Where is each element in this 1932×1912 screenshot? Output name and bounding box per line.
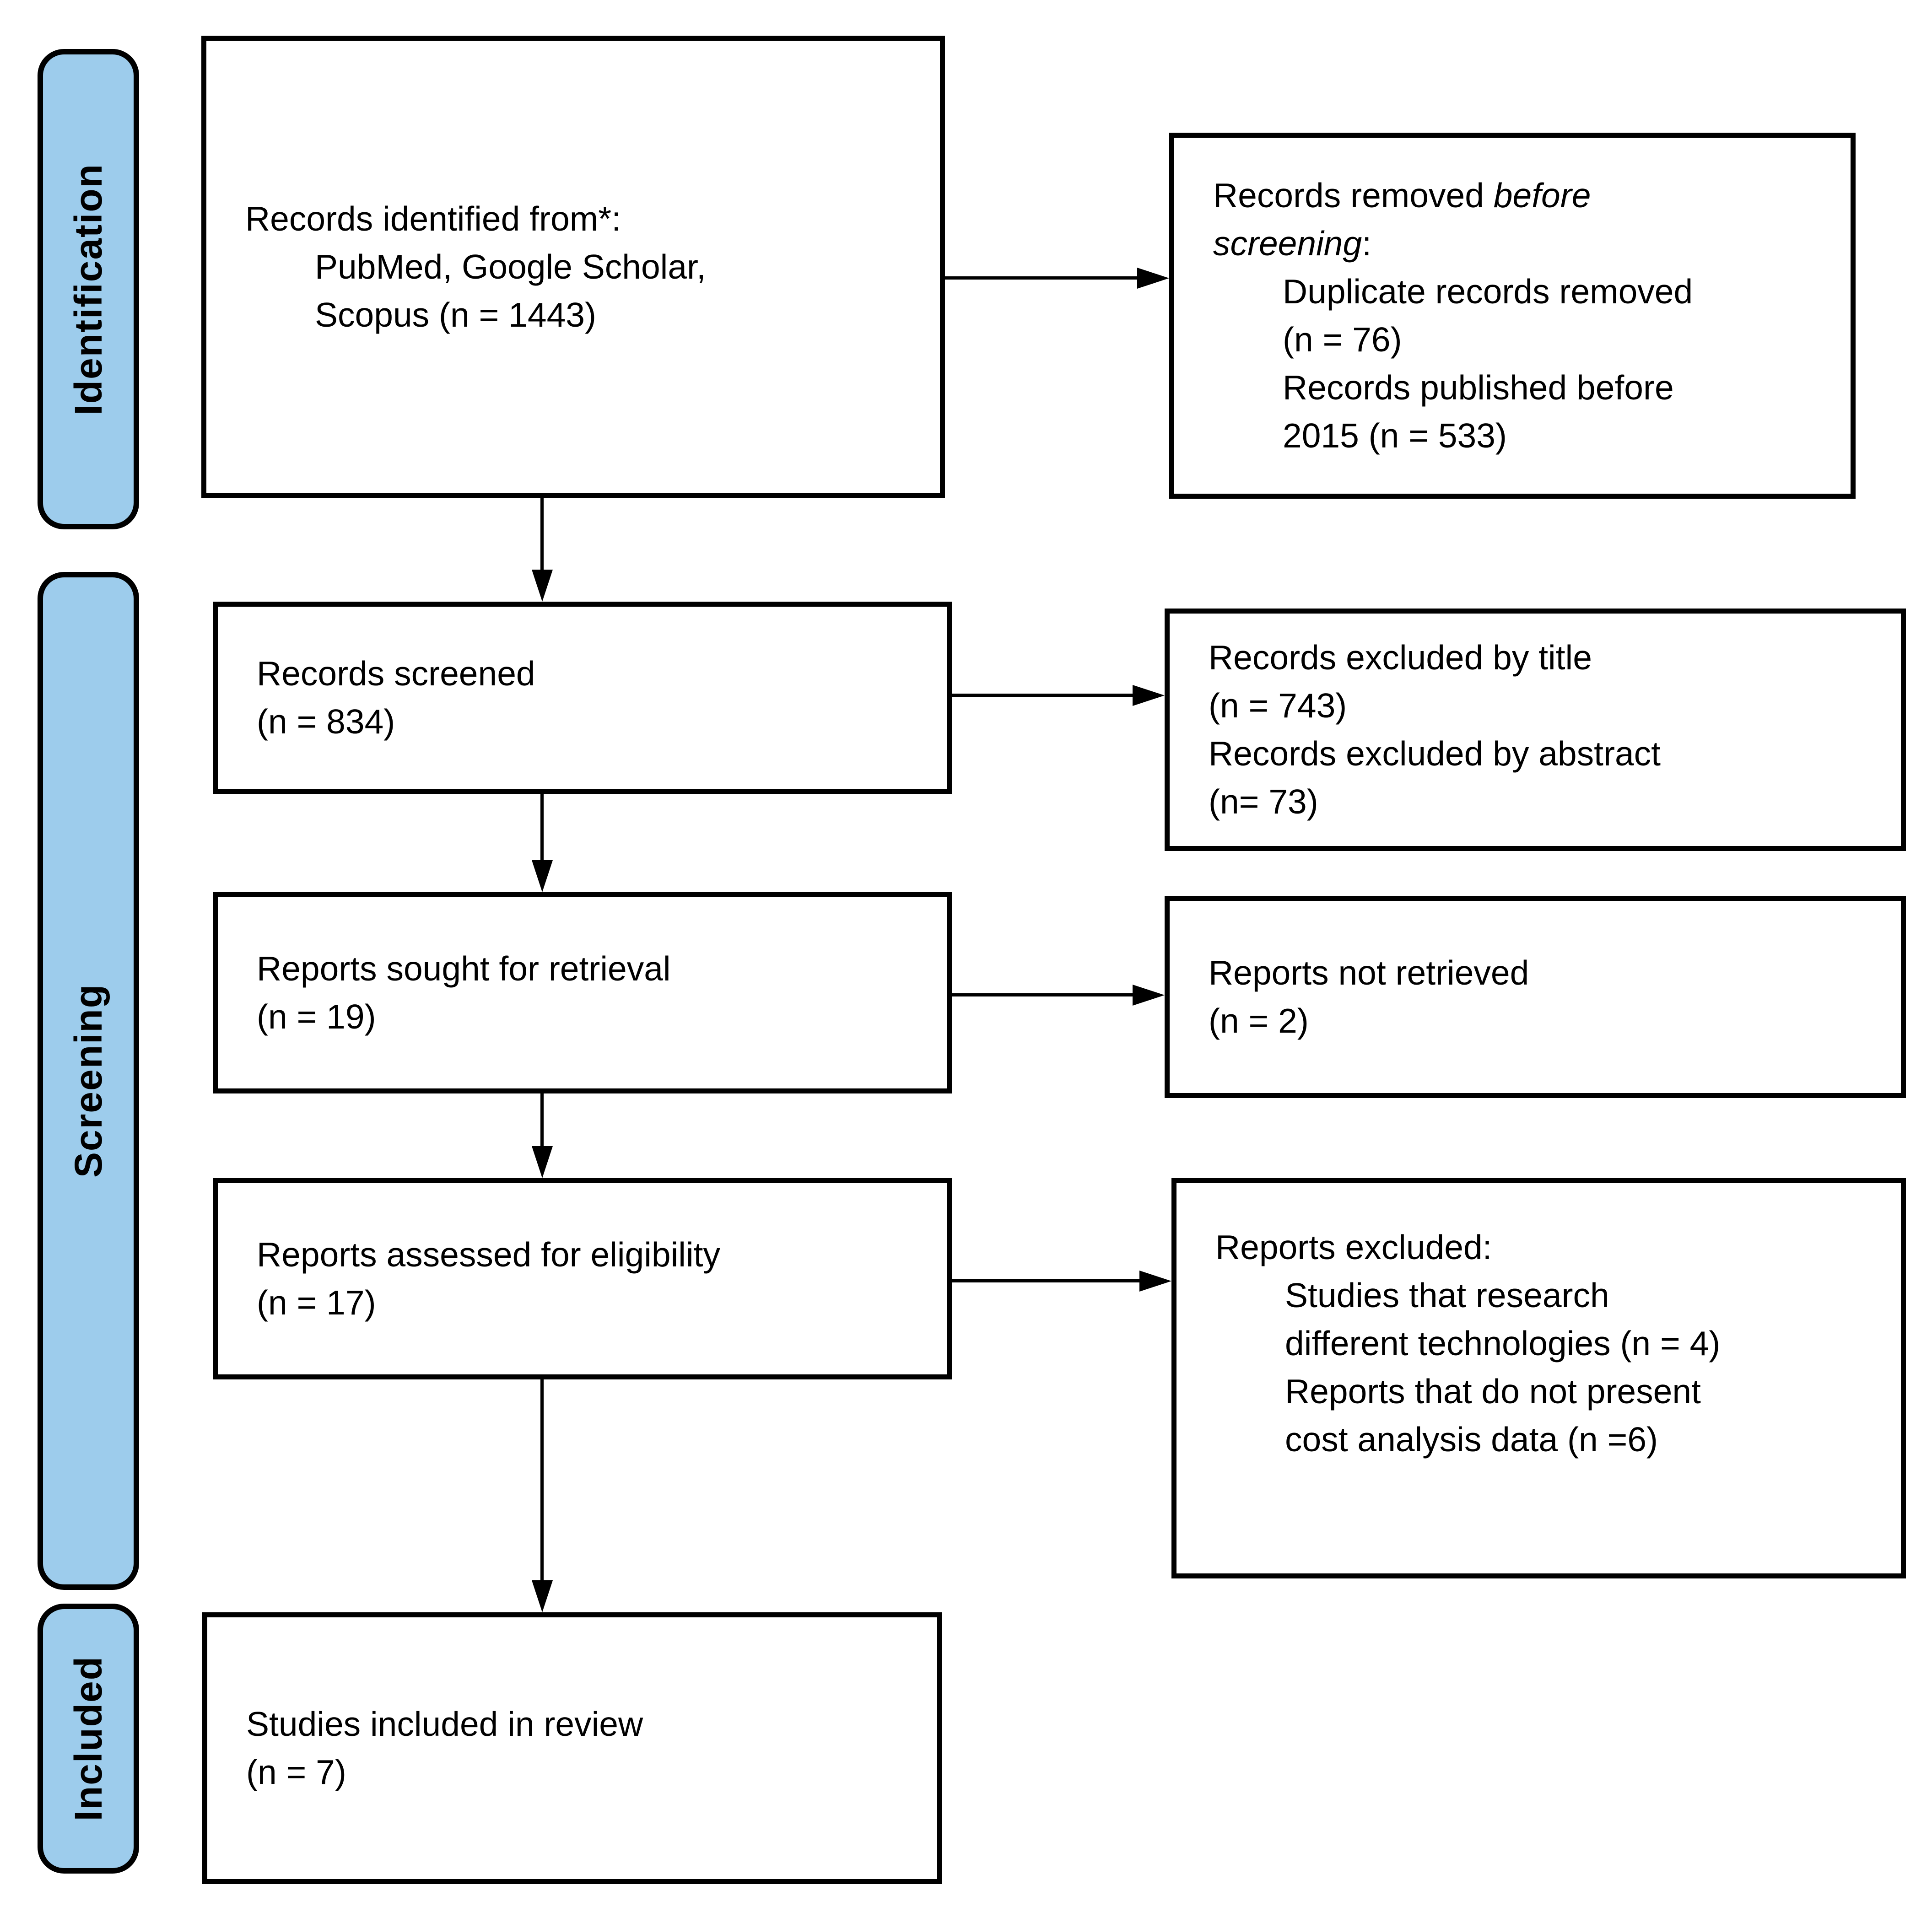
box-line: PubMed, Google Scholar, [315, 247, 706, 286]
sidebar-stage-label: Identification [66, 163, 110, 415]
down-arrow-icon-screened-to-sought [540, 794, 544, 860]
box-records-excluded: Records excluded by title (n = 743) Reco… [1165, 609, 1906, 851]
sidebar-stage-label: Included [66, 1656, 110, 1821]
box-studies-included-in-review: Studies included in review (n = 7) [202, 1612, 942, 1884]
box-line: cost analysis data (n =6) [1285, 1420, 1658, 1459]
box-records-screened: Records screened (n = 834) [213, 602, 952, 794]
box-line: (n = 19) [257, 997, 376, 1036]
box-line: (n = 7) [246, 1753, 346, 1791]
box-line: screening: [1213, 224, 1372, 263]
box-line: (n = 17) [257, 1283, 376, 1322]
box-line: Studies included in review [246, 1705, 643, 1743]
sidebar-stage-included: Included [38, 1604, 139, 1874]
box-line: Scopus (n = 1443) [315, 295, 596, 334]
box-line: 2015 (n = 533) [1283, 416, 1507, 455]
box-line: Records published before [1283, 368, 1674, 407]
box-line: different technologies (n = 4) [1285, 1324, 1721, 1363]
box-records-removed-before-screening: Records removed before screening: Duplic… [1169, 133, 1856, 499]
box-line: Records removed before [1213, 176, 1591, 215]
box-line: Duplicate records removed [1283, 272, 1693, 311]
box-line: Reports excluded: [1215, 1228, 1492, 1266]
box-reports-assessed-for-eligibility: Reports assessed for eligibility (n = 17… [213, 1178, 952, 1379]
box-reports-excluded: Reports excluded: Studies that research … [1171, 1178, 1906, 1578]
sidebar-stage-label: Screening [66, 984, 110, 1178]
box-line: Reports assessed for eligibility [257, 1235, 720, 1274]
down-arrow-icon-assessed-to-included [540, 1379, 544, 1580]
box-reports-sought-for-retrieval: Reports sought for retrieval (n = 19) [213, 892, 952, 1093]
box-line: (n= 73) [1209, 782, 1318, 821]
box-line: (n = 743) [1209, 686, 1347, 725]
box-line: (n = 834) [257, 702, 395, 741]
box-line: Reports not retrieved [1209, 953, 1529, 992]
box-line: (n = 2) [1209, 1002, 1309, 1040]
italic-text: screening [1213, 224, 1362, 263]
down-arrow-icon-identified-to-screened [540, 498, 544, 570]
box-line: (n = 76) [1283, 320, 1402, 359]
right-arrow-icon-assessed-to-reports-excluded [952, 1279, 1139, 1282]
box-line: Reports that do not present [1285, 1372, 1701, 1411]
box-line: Records identified from*: [245, 199, 621, 238]
box-line: Studies that research [1285, 1276, 1609, 1314]
box-line: Reports sought for retrieval [257, 949, 671, 988]
box-line: Records excluded by abstract [1209, 734, 1661, 773]
sidebar-stage-identification: Identification [38, 49, 139, 529]
italic-text: before [1493, 176, 1591, 215]
sidebar-stage-screening: Screening [38, 572, 139, 1590]
box-reports-not-retrieved: Reports not retrieved (n = 2) [1165, 896, 1906, 1098]
down-arrow-icon-sought-to-assessed [540, 1093, 544, 1146]
right-arrow-icon-identified-to-removed [945, 276, 1137, 280]
box-records-identified: Records identified from*: PubMed, Google… [201, 36, 945, 498]
box-line: Records screened [257, 654, 535, 693]
box-line: Records excluded by title [1209, 638, 1592, 677]
right-arrow-icon-sought-to-not-retrieved [952, 993, 1133, 996]
right-arrow-icon-screened-to-excluded [952, 694, 1133, 697]
